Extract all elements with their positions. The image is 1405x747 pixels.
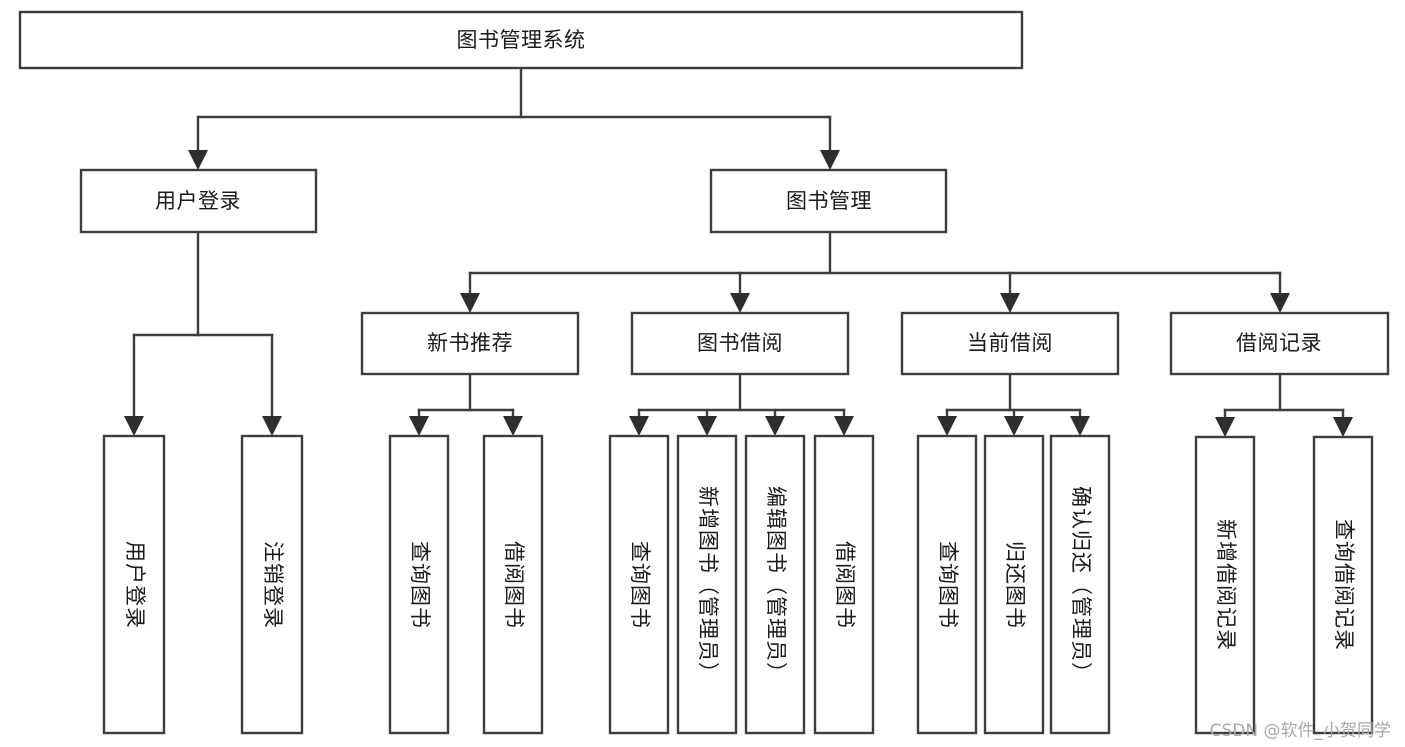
leaf-edit-book-admin[interactable]: 编辑图书（管理员） (744, 434, 806, 735)
arrow-head-leaf-query-book-recommendation (409, 416, 429, 436)
node-borrowing-record[interactable]: 借阅记录 (1169, 311, 1390, 376)
arrow-head-leaf-confirm-return-admin (1070, 416, 1090, 436)
current-borrowing-box-label: 当前借阅 (967, 331, 1053, 355)
leaf-add-borrowing-record-shape (1194, 435, 1256, 735)
arrow-head-leaf-add-borrowing-record (1215, 417, 1235, 437)
leaf-query-borrowing-record-shape (1312, 435, 1374, 735)
csdn-watermark: CSDN @软件_小贺同学 (1209, 721, 1391, 741)
leaf-confirm-return-admin[interactable]: 确认归还（管理员） (1049, 434, 1111, 735)
current-borrowing-box-shape (900, 311, 1120, 376)
arrow-head-leaf-query-book-current (937, 416, 957, 436)
leaf-user-login-shape (102, 434, 166, 735)
leaf-confirm-return-admin-shape (1049, 434, 1111, 735)
leaf-borrow-book[interactable]: 借阅图书 (813, 434, 875, 735)
leaf-borrow-book-recommendation-shape (482, 434, 544, 735)
leaf-logout[interactable]: 注销登录 (240, 434, 304, 735)
root-box-label: 图书管理系统 (457, 28, 586, 52)
leaf-query-book-borrowing-shape (608, 434, 670, 735)
connector-group-current-borrowing-to-leaves (937, 372, 1090, 436)
connector-group-borrowing-record-to-leaves (1215, 372, 1353, 437)
new-book-recommendation-box-shape (360, 311, 580, 376)
borrowing-record-box-shape (1169, 311, 1390, 376)
arrow-head-book-borrowing (730, 293, 750, 313)
leaf-query-book-recommendation-label: 查询图书 (408, 541, 432, 629)
leaf-logout-shape (240, 434, 304, 735)
leaf-borrow-book-label: 借阅图书 (833, 541, 857, 629)
arrow-head-current-borrowing (1000, 293, 1020, 313)
leaf-edit-book-admin-shape (744, 434, 806, 735)
node-root-library-management-system[interactable]: 图书管理系统 (18, 10, 1024, 70)
root-box-shape (18, 10, 1024, 70)
leaf-logout-label: 注销登录 (261, 541, 285, 629)
connector-group-book-management-to-level3 (460, 230, 1290, 313)
leaf-query-book-recommendation-shape (388, 434, 450, 735)
leaf-query-book-current-label: 查询图书 (936, 541, 960, 629)
node-user-login[interactable]: 用户登录 (79, 168, 318, 234)
connector-group-root-to-level2 (188, 66, 840, 170)
leaf-return-book-shape (983, 434, 1045, 735)
book-borrowing-box-label: 图书借阅 (697, 331, 783, 355)
leaf-borrow-book-recommendation[interactable]: 借阅图书 (482, 434, 544, 735)
new-book-recommendation-box-label: 新书推荐 (427, 331, 513, 355)
user-login-box-label: 用户登录 (155, 189, 241, 213)
arrow-head-leaf-user-login (124, 416, 144, 436)
book-management-box-shape (709, 168, 948, 234)
node-book-borrowing[interactable]: 图书借阅 (630, 311, 850, 376)
leaf-add-book-admin-label: 新增图书（管理员） (696, 486, 720, 684)
leaf-query-book-current-shape (916, 434, 978, 735)
arrow-head-leaf-query-book-borrowing (629, 416, 649, 436)
leaf-confirm-return-admin-label: 确认归还（管理员） (1069, 486, 1093, 684)
book-borrowing-box-shape (630, 311, 850, 376)
book-management-box-label: 图书管理 (786, 189, 872, 213)
leaf-borrow-book-shape (813, 434, 875, 735)
leaf-add-borrowing-record-label: 新增借阅记录 (1214, 519, 1238, 651)
arrow-head-leaf-borrow-book (834, 416, 854, 436)
leaf-query-borrowing-record-label: 查询借阅记录 (1332, 519, 1356, 651)
leaf-user-login[interactable]: 用户登录 (102, 434, 166, 735)
leaf-query-book-borrowing-label: 查询图书 (628, 541, 652, 629)
node-new-book-recommendation[interactable]: 新书推荐 (360, 311, 580, 376)
arrow-head-to-user-login (188, 150, 208, 170)
leaf-query-book-borrowing[interactable]: 查询图书 (608, 434, 670, 735)
arrow-head-leaf-return-book (1004, 416, 1024, 436)
leaf-return-book[interactable]: 归还图书 (983, 434, 1045, 735)
leaf-add-book-admin[interactable]: 新增图书（管理员） (676, 434, 738, 735)
arrow-head-leaf-logout (262, 416, 282, 436)
user-login-box-shape (79, 168, 318, 234)
connector-group-book-borrowing-to-leaves (629, 372, 854, 436)
leaf-query-book-current[interactable]: 查询图书 (916, 434, 978, 735)
node-current-borrowing[interactable]: 当前借阅 (900, 311, 1120, 376)
leaf-query-borrowing-record[interactable]: 查询借阅记录 (1312, 435, 1374, 735)
connector-group-new-book-to-leaves (409, 372, 523, 436)
arrow-head-leaf-borrow-book-recommendation (503, 416, 523, 436)
leaf-return-book-label: 归还图书 (1003, 541, 1027, 629)
node-book-management[interactable]: 图书管理 (709, 168, 948, 234)
arrow-head-to-book-management (820, 150, 840, 170)
leaf-edit-book-admin-label: 编辑图书（管理员） (764, 486, 788, 684)
arrow-head-leaf-edit-book-admin (765, 416, 785, 436)
leaf-add-book-admin-shape (676, 434, 738, 735)
arrow-head-leaf-query-borrowing-record (1333, 417, 1353, 437)
arrow-head-borrowing-record (1270, 293, 1290, 313)
borrowing-record-box-label: 借阅记录 (1236, 331, 1322, 355)
connector-group-user-login-to-leaves (124, 230, 282, 436)
arrow-head-new-book-recommendation (460, 293, 480, 313)
leaf-user-login-label: 用户登录 (123, 541, 147, 629)
leaf-query-book-recommendation[interactable]: 查询图书 (388, 434, 450, 735)
arrow-head-leaf-add-book-admin (697, 416, 717, 436)
leaf-borrow-book-recommendation-label: 借阅图书 (502, 541, 526, 629)
leaf-add-borrowing-record[interactable]: 新增借阅记录 (1194, 435, 1256, 735)
